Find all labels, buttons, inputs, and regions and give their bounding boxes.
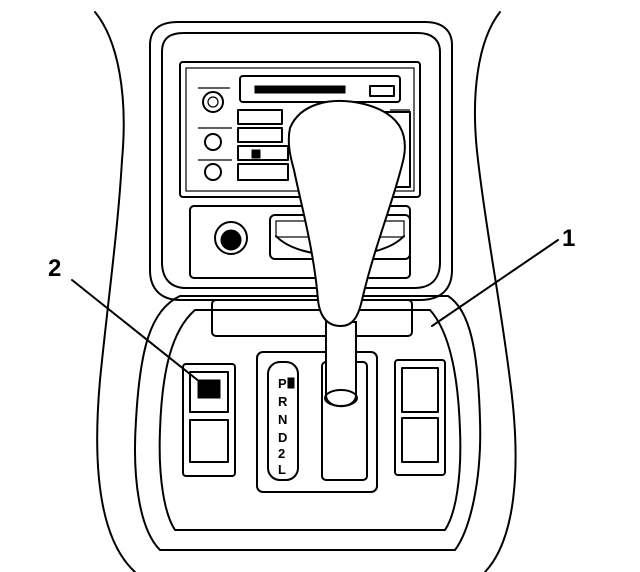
- left-switch-bezel: [182, 363, 236, 477]
- preset-indicator: [251, 149, 261, 159]
- console-top-panel: [211, 299, 413, 337]
- gear-indicator-strip: [267, 361, 299, 481]
- leader-line-2: [71, 279, 206, 387]
- shift-gate: P R N D 2 L: [256, 351, 378, 493]
- gear-label-n: N: [278, 412, 287, 427]
- gear-label-2: 2: [278, 446, 285, 461]
- preset-row-2: [237, 127, 283, 143]
- volume-knob-center: [207, 96, 219, 108]
- callout-1: 1: [562, 225, 575, 252]
- shift-lever-boot: [324, 389, 358, 407]
- right-switch-bottom: [401, 417, 439, 463]
- right-switch-bezel: [394, 359, 446, 476]
- leader-line-1: [431, 239, 559, 327]
- cassette-door: [254, 85, 346, 94]
- left-switch-bank: [182, 363, 236, 477]
- power-outlet-plug: [220, 229, 242, 251]
- right-switch-bank: [394, 359, 446, 476]
- gear-label-d: D: [278, 430, 287, 445]
- outer-trim-right: [473, 11, 517, 572]
- floor-console-inner: [158, 309, 462, 531]
- eject-button: [369, 85, 395, 97]
- volume-knob: [202, 91, 224, 113]
- balance-knob: [204, 163, 222, 181]
- tone-knob: [204, 133, 222, 151]
- power-outlet: [214, 221, 248, 255]
- gear-label-p: P: [278, 376, 287, 391]
- center-stack-outer: [149, 21, 453, 301]
- right-switch-top: [401, 367, 439, 413]
- shift-lever-shaft: [325, 321, 357, 408]
- gear-label-l: L: [278, 462, 286, 477]
- left-switch-blank: [189, 419, 229, 463]
- outer-trim-left: [94, 11, 136, 572]
- cassette-slot: [239, 75, 401, 103]
- preset-row-1: [237, 109, 283, 125]
- shift-knob: [287, 100, 406, 328]
- center-stack-inner: [161, 32, 441, 289]
- preset-row-4: [237, 163, 289, 181]
- shift-gate-bezel: [256, 351, 378, 493]
- preset-row-3: [237, 145, 289, 161]
- gear-label-r: R: [278, 394, 288, 409]
- callout-2: 2: [48, 255, 61, 282]
- floor-console-outer: [134, 295, 482, 551]
- shift-lever: [287, 100, 406, 408]
- left-switch-top: [189, 371, 229, 413]
- gear-indicator-lamp: [287, 377, 295, 389]
